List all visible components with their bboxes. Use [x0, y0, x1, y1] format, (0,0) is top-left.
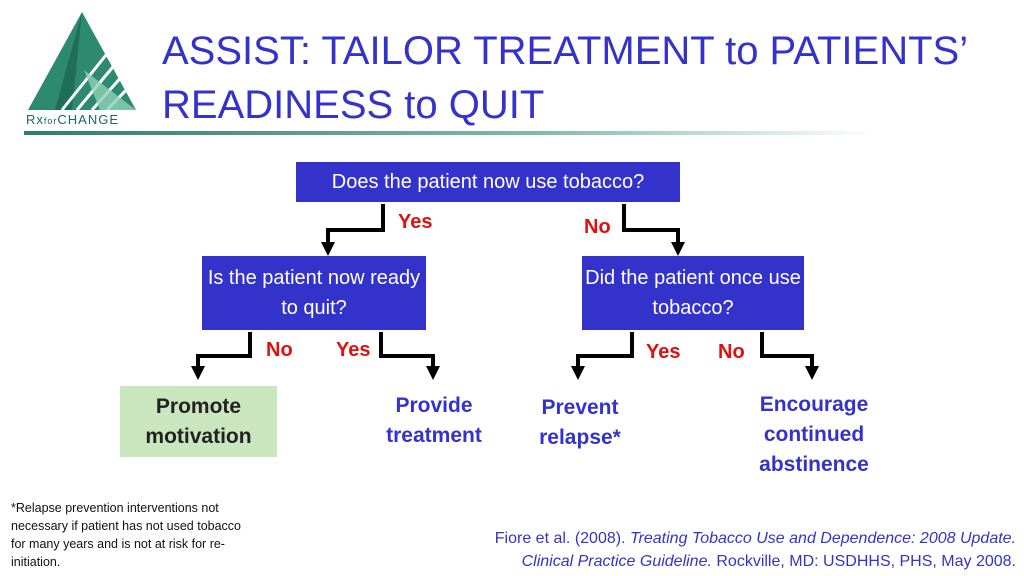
citation: Fiore et al. (2008). Treating Tobacco Us… [494, 530, 1016, 570]
title-divider [24, 131, 874, 135]
outcome-promote-motivation: Promote motivation [120, 386, 277, 457]
outcome-provide-treatment: Provide treatment [386, 394, 482, 447]
label-yes-1: Yes [398, 211, 433, 233]
question-once-used-tobacco: Did the patient once use tobacco? [582, 256, 804, 330]
title-line-2: READINESS to QUIT [162, 83, 545, 127]
arrow-no-1 [622, 204, 680, 244]
outcome-prevent-relapse: Prevent relapse* [539, 396, 621, 449]
arrowhead-no-3 [805, 366, 819, 380]
arrowhead-no-2 [191, 366, 205, 380]
arrow-yes-2 [379, 332, 435, 368]
page-title: ASSIST: TAILOR TREATMENT to PATIENTS’ RE… [162, 24, 1012, 132]
label-no-1: No [584, 216, 611, 238]
question-use-tobacco: Does the patient now use tobacco? [296, 162, 680, 202]
rx-for-change-logo-icon [28, 12, 136, 112]
label-no-3: No [718, 341, 745, 363]
outcome-encourage-abstinence: Encourage continued abstinence [759, 393, 869, 476]
arrow-no-2 [196, 332, 252, 368]
arrow-yes-1 [326, 204, 385, 244]
arrowhead-yes-1 [321, 242, 335, 256]
arrow-no-3 [760, 332, 814, 368]
arrowhead-yes-2 [426, 366, 440, 380]
footnote: *Relapse prevention interventions not ne… [11, 501, 242, 569]
label-yes-3: Yes [646, 341, 681, 363]
arrowhead-yes-3 [571, 366, 585, 380]
label-no-2: No [266, 339, 293, 361]
title-line-1: ASSIST: TAILOR TREATMENT to PATIENTS’ [162, 29, 969, 73]
logo-wordmark: RxforCHANGE [26, 112, 120, 127]
question-ready-to-quit: Is the patient now ready to quit? [202, 256, 426, 330]
arrow-yes-3 [576, 332, 634, 368]
arrowhead-no-1 [671, 242, 685, 256]
label-yes-2: Yes [336, 339, 371, 361]
